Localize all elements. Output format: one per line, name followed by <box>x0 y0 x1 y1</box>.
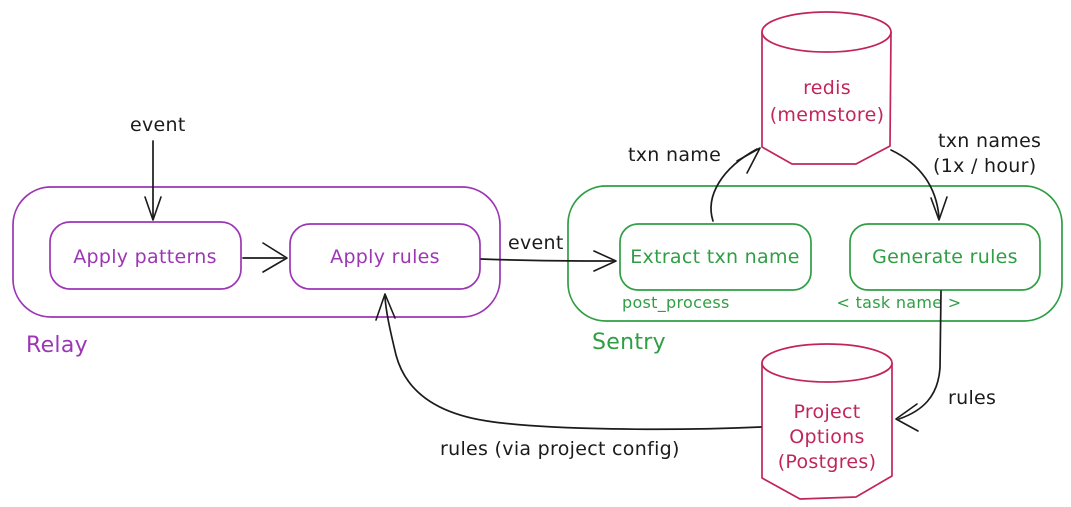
redis-cylinder-top <box>761 11 892 53</box>
relay-container <box>12 186 501 318</box>
apply-patterns-label: Apply patterns <box>73 246 217 268</box>
apply-patterns-node <box>49 221 242 290</box>
redis-name-label: redis <box>803 77 851 99</box>
incoming-event-arrowhead <box>144 196 162 221</box>
relay-to-sentry-arrowhead <box>593 250 617 272</box>
redis-datastore: redis (memstore) <box>761 11 892 165</box>
redis-to-generate-arrow: txn names (1x / hour) <box>890 130 1041 221</box>
sentry-label: Sentry <box>592 330 666 355</box>
relay-group: Relay Apply patterns Apply rules <box>12 186 501 358</box>
apply-rules-label: Apply rules <box>330 246 440 268</box>
generate-to-postgres-line <box>898 290 942 420</box>
generate-to-postgres-arrowhead <box>895 403 919 432</box>
incoming-event-label: event <box>130 114 186 136</box>
generate-rules-label: Generate rules <box>872 246 1018 268</box>
patterns-to-rules-arrow <box>242 242 288 273</box>
project-options-label-line2: Options <box>789 426 864 448</box>
incoming-event-arrow: event <box>130 114 186 221</box>
project-options-label-line3: (Postgres) <box>778 451 877 473</box>
redis-to-generate-line <box>890 149 940 218</box>
sentry-container <box>567 185 1063 322</box>
project-options-cylinder-top <box>761 343 893 383</box>
txn-names-label: txn names <box>938 130 1041 152</box>
postgres-to-relay-line <box>384 296 762 431</box>
txn-names-freq-label: (1x / hour) <box>933 155 1036 177</box>
extract-txn-name-label: Extract txn name <box>630 246 800 268</box>
redis-kind-label: (memstore) <box>770 104 885 126</box>
extract-to-redis-arrow: txn name <box>628 144 761 222</box>
task-name-sublabel: < task name > <box>836 293 961 312</box>
relay-to-sentry-label: event <box>508 232 564 254</box>
relay-label: Relay <box>26 333 88 358</box>
redis-to-generate-arrowhead <box>930 196 948 221</box>
relay-to-sentry-line <box>480 258 614 262</box>
generate-rules-node <box>849 223 1041 291</box>
rules-label: rules <box>948 387 996 409</box>
postgres-to-relay-arrowhead <box>375 293 396 321</box>
generate-to-postgres-arrow: rules <box>895 290 996 432</box>
postgres-to-relay-arrow: rules (via project config) <box>375 293 762 460</box>
relay-to-sentry-arrow: event <box>480 232 617 272</box>
apply-rules-node <box>289 223 481 290</box>
project-options-datastore: Project Options (Postgres) <box>761 343 893 500</box>
project-options-label-line1: Project <box>793 401 860 423</box>
post-process-sublabel: post_process <box>622 293 730 313</box>
patterns-to-rules-arrowhead <box>262 242 288 273</box>
sentry-group: Sentry Extract txn name post_process Gen… <box>567 185 1063 355</box>
extract-txn-name-node <box>619 223 812 291</box>
rules-via-config-label: rules (via project config) <box>440 438 680 460</box>
extract-to-redis-arrowhead <box>736 147 761 174</box>
project-options-cylinder-body <box>761 363 893 500</box>
redis-cylinder-body <box>761 31 892 165</box>
txn-name-label: txn name <box>628 144 721 166</box>
